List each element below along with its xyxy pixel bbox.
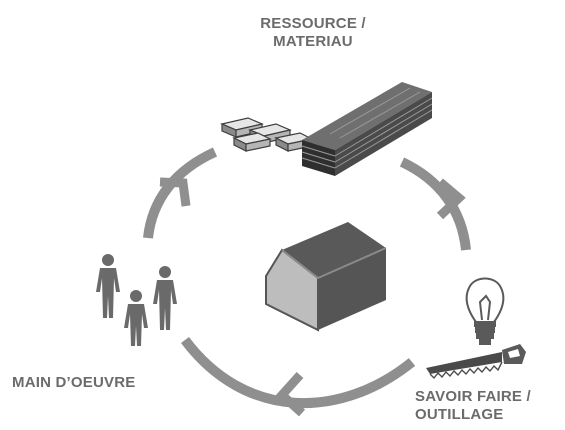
bricks-icon [220, 117, 314, 152]
label-main-doeuvre: MAIN D’OEUVRE [12, 374, 135, 392]
label-ressource-line2: MATERIAU [273, 33, 353, 50]
worker-figure [124, 290, 148, 346]
label-savoir-line1: SAVOIR FAIRE / [415, 388, 531, 405]
arrowhead-left [159, 177, 191, 207]
worker-figure [96, 254, 120, 318]
label-savoir-faire-outillage: SAVOIR FAIRE / OUTILLAGE [415, 388, 531, 424]
label-ressource-materiau: RESSOURCE / MATERIAU [238, 15, 388, 51]
lightbulb-icon [465, 277, 505, 345]
label-ressource-line1: RESSOURCE / [260, 15, 366, 32]
house-icon [265, 222, 387, 332]
arrowhead-bottom [275, 371, 306, 417]
arrowhead-right [436, 178, 466, 220]
label-main-line1: MAIN D’OEUVRE [12, 374, 136, 391]
cycle-arrow-bottom [181, 336, 416, 409]
workers-icon [96, 254, 177, 346]
label-savoir-line2: OUTILLAGE [415, 406, 504, 423]
cycle-arrowheads [159, 177, 466, 417]
wood-planks-icon [301, 82, 433, 176]
cycle-arrow-right [399, 157, 471, 251]
cycle-arrow-left [143, 147, 218, 239]
saw-icon [426, 344, 526, 380]
worker-figure [153, 266, 177, 330]
